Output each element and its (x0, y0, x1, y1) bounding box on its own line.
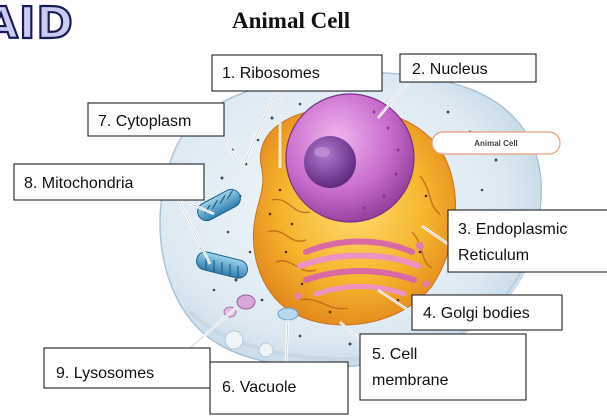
label-membrane-line1: 5. Cell (372, 346, 417, 363)
label-endoplasmic-reticulum: 3. Endoplasmic Reticulum (448, 210, 607, 272)
label-cytoplasm: 7. Cytoplasm (88, 103, 224, 136)
label-ribosomes-text: 1. Ribosomes (222, 65, 320, 82)
label-nucleus-text: 2. Nucleus (412, 61, 488, 78)
label-lysosomes: 9. Lysosomes (44, 348, 210, 388)
lysosome (237, 295, 255, 309)
label-nucleus: 2. Nucleus (400, 54, 536, 82)
nucleolus (304, 136, 356, 188)
label-lysosomes-text: 9. Lysosomes (56, 365, 154, 382)
label-mitochondria-text: 8. Mitochondria (24, 175, 133, 192)
label-vacuole-text: 6. Vacuole (222, 379, 297, 396)
nucleolus-highlight (314, 147, 330, 157)
vacuole (225, 331, 243, 349)
logo: AID (0, 0, 74, 49)
page-title: Animal Cell (232, 8, 350, 33)
label-mitochondria: 8. Mitochondria (14, 164, 204, 200)
cell-tag: Animal Cell (432, 132, 560, 154)
vacuole (278, 308, 298, 320)
logo-text: AID (0, 0, 74, 49)
vacuole (259, 343, 273, 357)
cell-tag-text: Animal Cell (474, 139, 518, 148)
label-ribosomes: 1. Ribosomes (212, 55, 382, 91)
label-cytoplasm-text: 7. Cytoplasm (98, 113, 191, 130)
label-membrane-line2: membrane (372, 372, 449, 389)
label-er-line1: 3. Endoplasmic (458, 221, 567, 238)
label-er-line2: Reticulum (458, 247, 529, 264)
label-vacuole: 6. Vacuole (210, 362, 348, 414)
label-cell-membrane: 5. Cell membrane (360, 334, 526, 400)
label-golgi-bodies: 4. Golgi bodies (412, 295, 562, 330)
label-golgi-text: 4. Golgi bodies (423, 305, 530, 322)
